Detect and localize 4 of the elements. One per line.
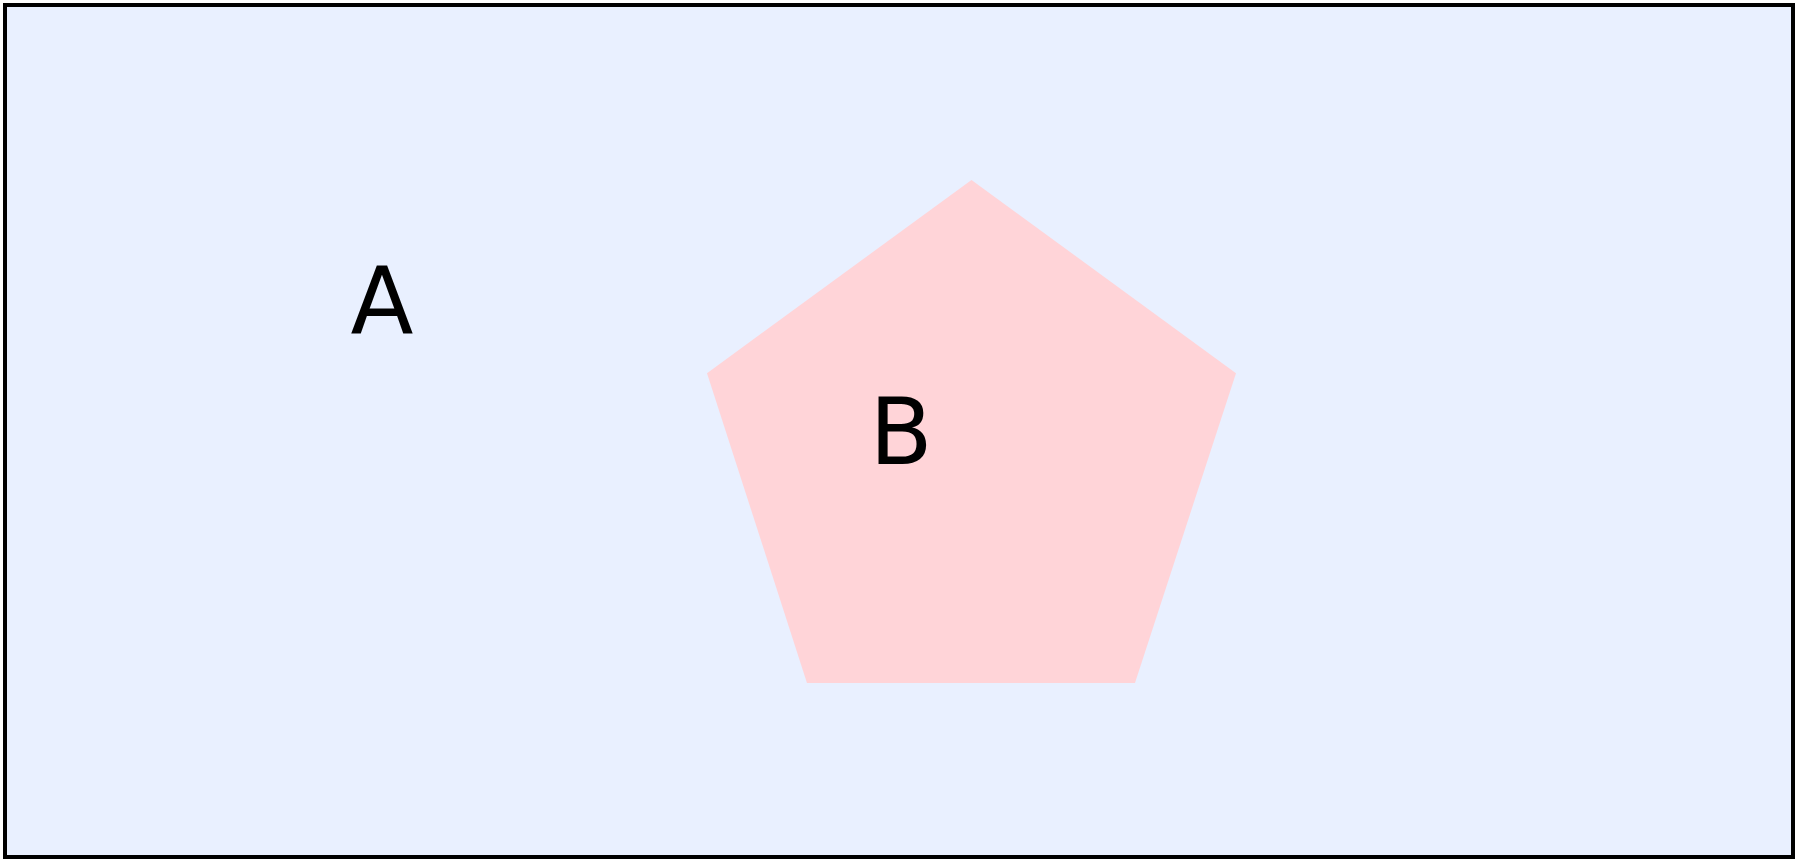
container-box [3,3,1795,859]
node-label: A [350,256,414,348]
pentagon-shape [707,180,1236,683]
node-label: B [869,387,933,479]
